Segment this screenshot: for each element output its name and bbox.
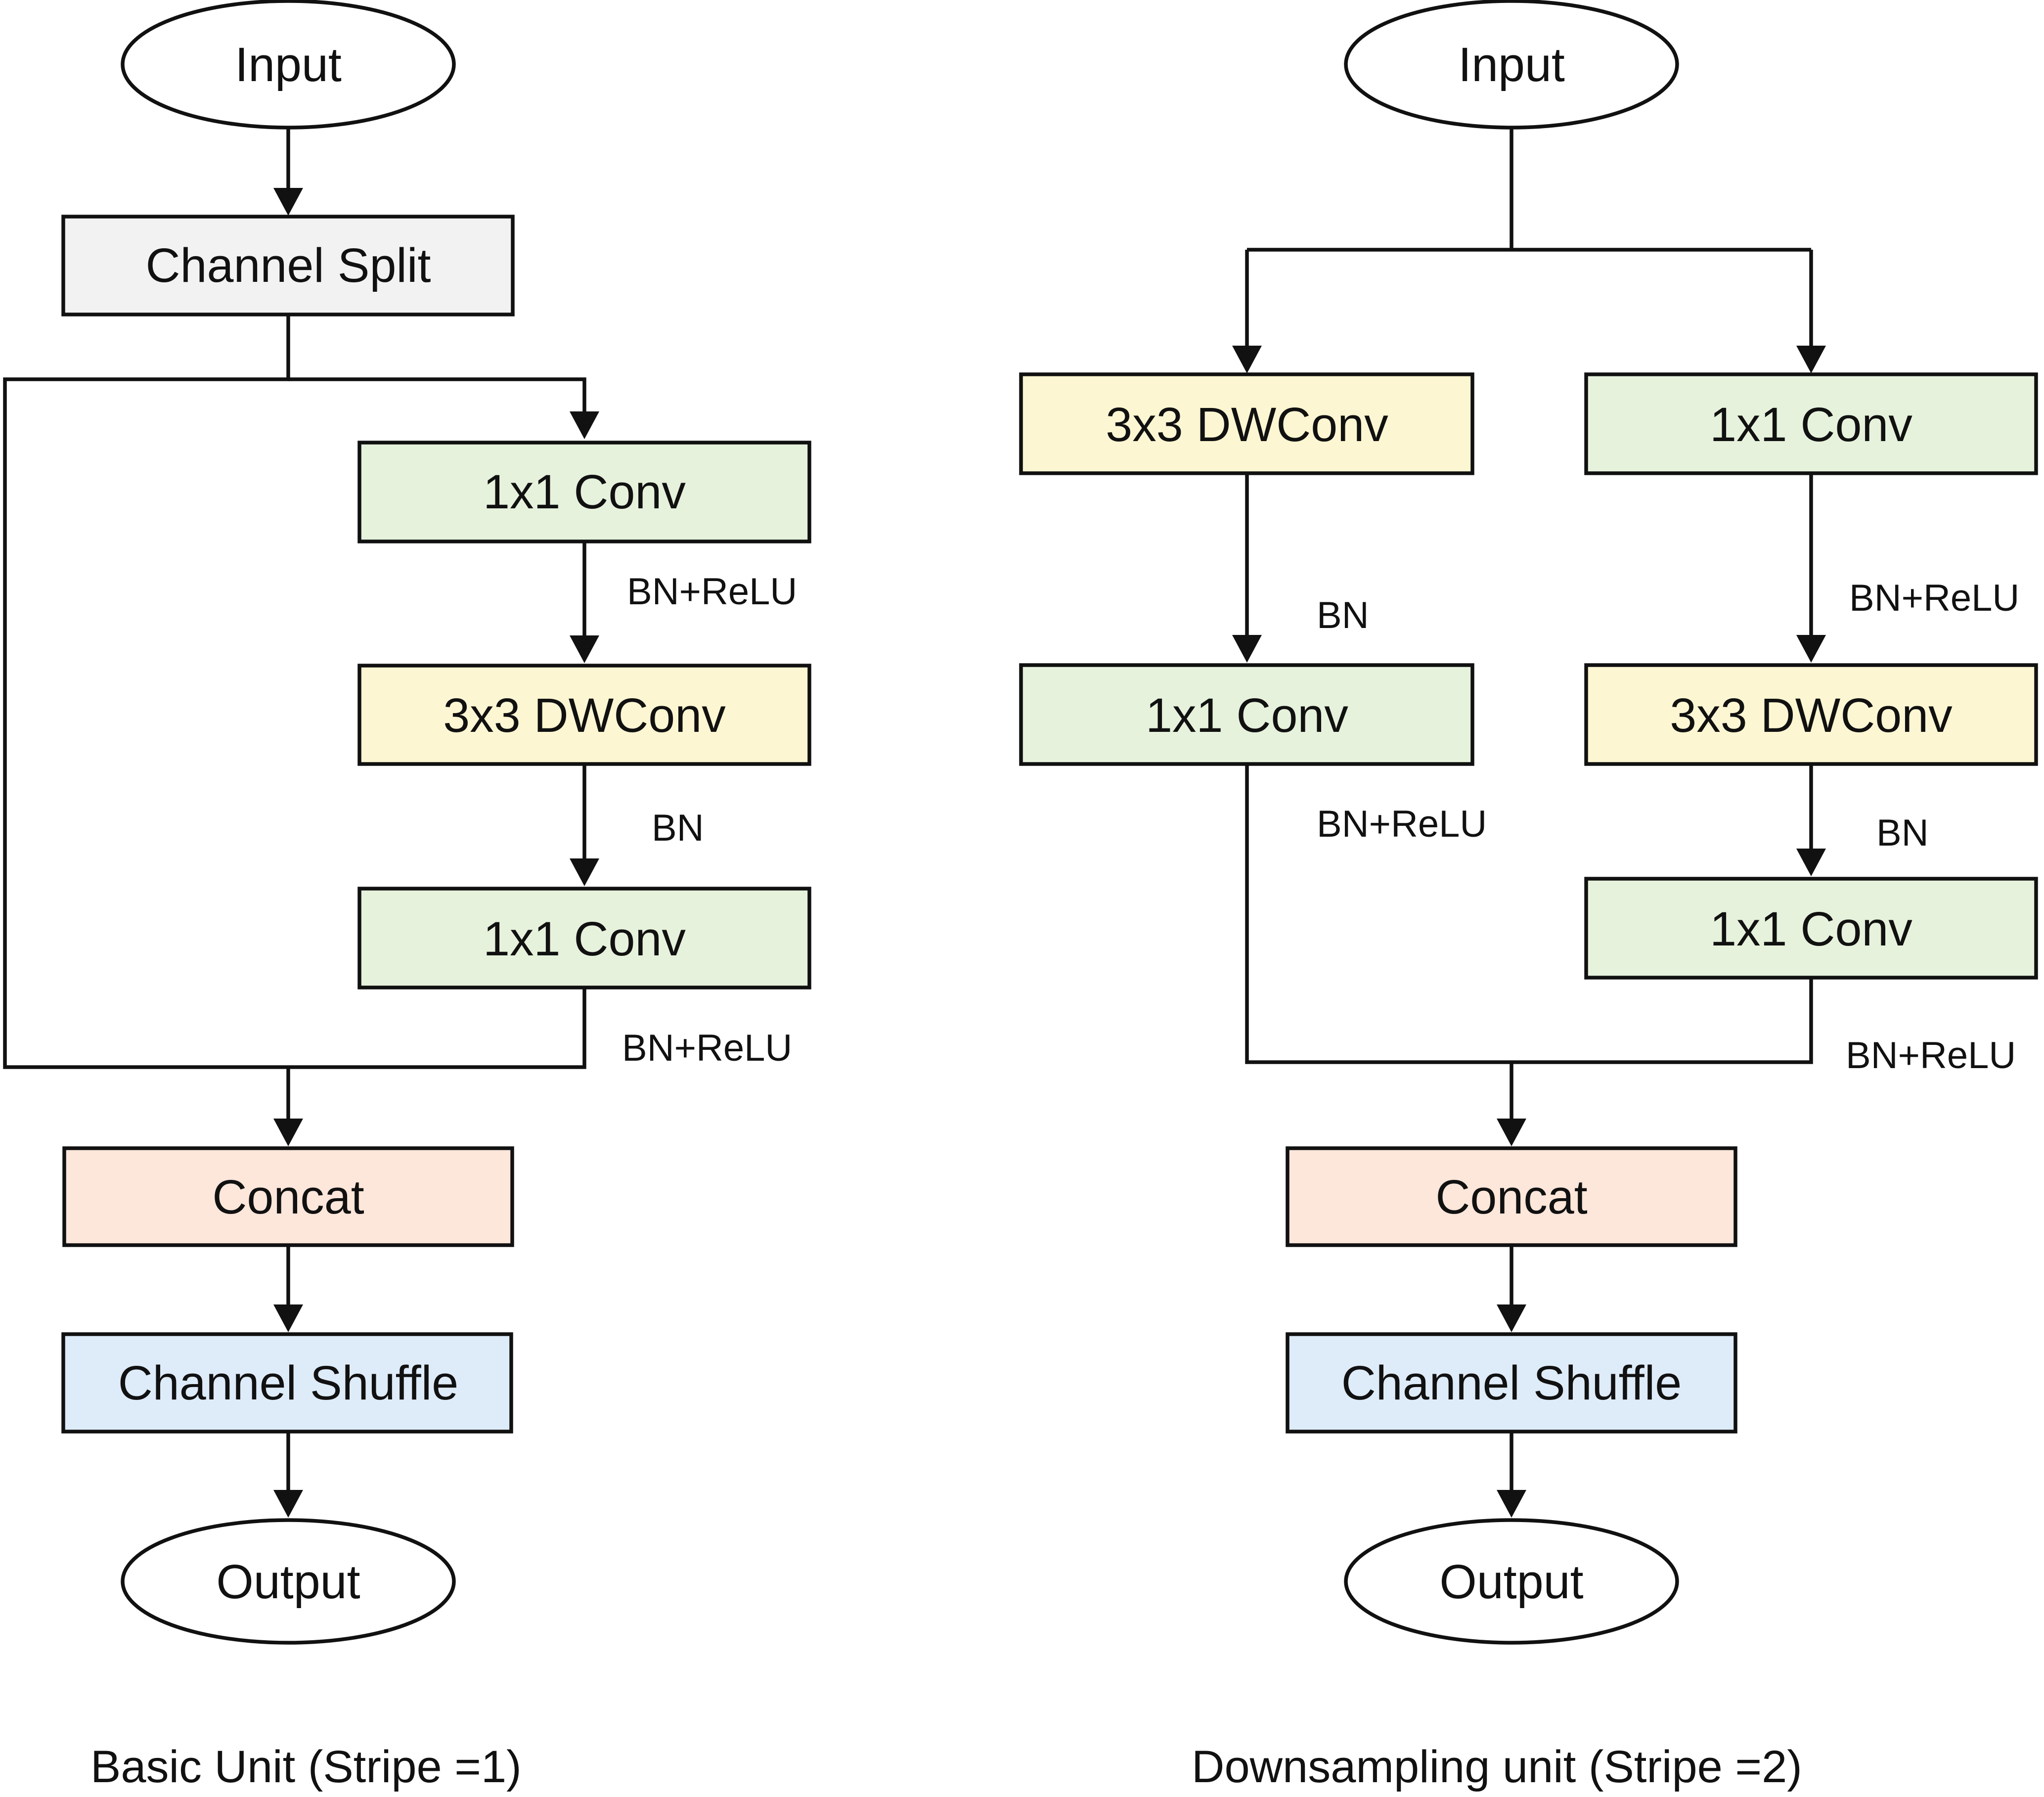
down-left-bn-label: BN: [1317, 594, 1369, 636]
down-channel-shuffle-box: [1286, 1332, 1737, 1434]
down-right-conv2-box: [1584, 877, 2038, 980]
basic-conv2-box: [357, 887, 811, 989]
basic-bn-label: BN: [652, 807, 704, 849]
basic-dwconv-box: [357, 664, 811, 766]
basic-bn-relu-label-2: BN+ReLU: [622, 1027, 792, 1069]
basic-unit-connectors: [3, 129, 599, 1518]
down-left-bn-relu-label: BN+ReLU: [1317, 803, 1487, 845]
down-output-label: Output: [1439, 1555, 1583, 1609]
basic-channel-shuffle-label: Channel Shuffle: [118, 1356, 459, 1410]
down-right-bn-relu-label-2: BN+ReLU: [1846, 1034, 2016, 1077]
downsampling-unit-caption: Downsampling unit (Stripe =2): [1192, 1742, 1802, 1792]
down-right-dwconv-label: 3x3 DWConv: [1670, 688, 1953, 742]
basic-input-label: Input: [235, 38, 342, 91]
basic-channel-split-box: [61, 215, 515, 316]
basic-unit: Input Channel Split 1x1 Conv BN+ReLU 3x3…: [3, 0, 811, 1792]
down-right-conv1-box: [1584, 372, 2038, 475]
basic-concat-box: [62, 1146, 514, 1247]
down-output-node: [1344, 1518, 1679, 1645]
basic-output-node: [121, 1518, 456, 1645]
downsampling-unit: Input 3x3 DWConv 1x1 Conv BN BN+ReLU 1x1…: [1019, 0, 2038, 1792]
down-right-dwconv-box: [1584, 663, 2038, 766]
down-right-bn-label: BN: [1876, 812, 1929, 854]
down-input-node: [1344, 0, 1679, 130]
basic-channel-split-label: Channel Split: [146, 238, 431, 292]
basic-unit-caption: Basic Unit (Stripe =1): [90, 1742, 522, 1792]
down-left-conv-box: [1019, 663, 1474, 766]
down-left-dwconv-box: [1019, 372, 1474, 475]
down-right-conv1-label: 1x1 Conv: [1710, 398, 1912, 451]
basic-output-label: Output: [216, 1555, 360, 1609]
down-channel-shuffle-label: Channel Shuffle: [1341, 1356, 1682, 1410]
downsampling-unit-connectors: [1232, 128, 1826, 1518]
basic-concat-label: Concat: [212, 1170, 364, 1224]
down-right-conv2-label: 1x1 Conv: [1710, 902, 1912, 956]
basic-channel-shuffle-box: [61, 1332, 513, 1434]
down-concat-box: [1286, 1146, 1737, 1247]
down-left-conv-label: 1x1 Conv: [1146, 688, 1348, 742]
basic-conv2-label: 1x1 Conv: [483, 912, 686, 966]
down-left-dwconv-label: 3x3 DWConv: [1106, 398, 1388, 451]
down-concat-label: Concat: [1435, 1170, 1587, 1224]
basic-conv1-box: [357, 441, 811, 543]
basic-input-node: [121, 0, 456, 130]
basic-bn-relu-label-1: BN+ReLU: [627, 571, 797, 613]
down-right-bn-relu-label-1: BN+ReLU: [1849, 577, 2019, 619]
basic-dwconv-label: 3x3 DWConv: [443, 688, 726, 742]
down-input-label: Input: [1458, 38, 1565, 91]
basic-conv1-label: 1x1 Conv: [483, 465, 686, 519]
